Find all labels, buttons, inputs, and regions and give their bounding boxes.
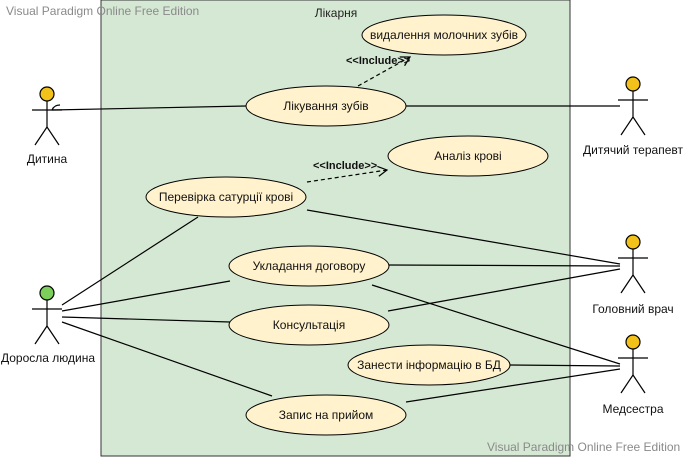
use-case-saturation-check[interactable]: Перевірка сатурції крові [158,190,294,204]
assoc-child-teeth [51,105,247,111]
actor-adult-figure [32,285,62,345]
uc-teeth-treatment-shape [245,85,407,127]
actor-pediatrician-head [625,76,641,92]
uc-appointment-shape [245,394,407,436]
watermark-bottom: Visual Paradigm Online Free Edition [487,440,681,454]
uc-blood-test-shape [387,135,549,177]
assoc-adult-consultation [61,316,231,323]
actor-child-figure [32,86,62,146]
uc-remove-milk-teeth-shape [361,14,527,56]
include-dependencies [306,56,412,183]
assoc-adult-saturation [61,216,199,306]
uc-consultation-shape [228,304,390,346]
actor-chief-doctor-head [625,234,641,250]
actor-adult-label: Доросла людина [0,351,96,365]
use-case-enter-db[interactable]: Занести інформацію в БД [357,358,501,372]
assoc-saturation-chief [306,209,621,265]
actor-nurse-head [625,334,641,350]
include-arrow-1 [357,56,412,87]
assoc-adult-appointment [61,321,273,397]
assoc-child-hook [51,104,61,111]
assoc-contract-nurse [371,284,621,365]
actor-nurse-figure [618,334,648,394]
use-case-blood-test[interactable]: Аналіз крові [434,149,502,163]
actor-chief-doctor-figure [618,234,648,294]
associations [51,104,621,403]
use-case-teeth-treatment[interactable]: Лікування зубів [283,99,369,113]
actor-child-label: Дитина [26,152,68,166]
system-boundary [100,0,571,457]
uc-contract-shape [228,245,390,287]
use-case-shapes [145,14,549,436]
include-label-1: <<Include>> [346,55,411,67]
assoc-adult-contract [61,280,231,312]
use-case-contract[interactable]: Укладання договору [252,259,366,273]
uc-saturation-check-shape [145,176,307,218]
actor-pediatrician-label: Дитячий терапевт [583,143,683,157]
assoc-appointment-nurse [405,368,621,403]
assoc-enterdb-nurse [509,364,621,367]
use-case-remove-milk-teeth[interactable]: видалення молочних зубів [369,28,519,42]
assoc-contract-chief [387,264,621,267]
uc-enter-db-shape [347,344,511,386]
actor-child-head [39,86,55,102]
system-title: Лікарня [314,6,358,20]
actor-chief-doctor-label: Головний врач [592,302,674,316]
actor-adult-head [39,285,55,301]
actor-nurse-label: Медсестра [602,402,664,416]
use-case-appointment[interactable]: Запис на прийом [278,408,374,422]
include-label-2: <<Include>> [313,160,378,172]
watermark-top: Visual Paradigm Online Free Edition [6,4,200,18]
assoc-consultation-chief [387,268,621,312]
use-case-consultation[interactable]: Консультація [272,318,346,332]
actor-pediatrician-figure [618,76,648,136]
